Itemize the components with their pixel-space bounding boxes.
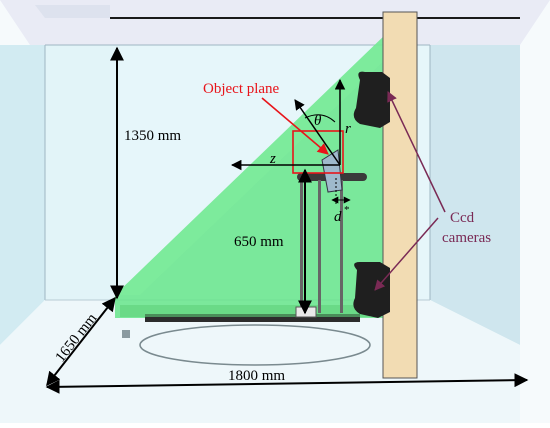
width-1800-label: 1800 mm [228,368,285,384]
object-plane-label: Object plane [203,81,280,97]
r-label: r [345,121,351,137]
ccd-arrows [374,91,446,291]
turntable [139,324,371,366]
ceiling-panel-left [35,5,110,18]
theta-arc [304,114,336,123]
support-pole-mid [318,180,321,313]
height-1350-label: 1350 mm [124,128,181,144]
d-star-superscript: * [344,204,350,216]
object-plane-box [292,130,344,174]
d-star-label: d [334,209,342,225]
camera-top [353,71,390,128]
ccd-arrow-top [387,91,446,213]
back-wall-left [45,45,120,300]
left-wall [0,45,45,345]
height-650-label: 650 mm [234,234,284,250]
support-pole-right [340,180,343,313]
base-rail [145,314,360,322]
axes [230,78,351,205]
dim-1650 [46,296,116,387]
base-plate [120,305,370,317]
foot-left [122,330,130,338]
ccd-label-line1: Ccd [450,210,475,226]
camera-mount [353,11,418,379]
right-wall [430,45,520,345]
dimensions [45,46,529,394]
z-label: z [269,151,276,167]
ccd-arrow-bottom [374,217,439,291]
camera-bottom [353,262,390,318]
object-plane-arrow [261,97,329,155]
support-pole-left [300,180,303,313]
wood-board [382,11,418,379]
theta-label: θ [314,113,322,129]
ccd-label-line2: cameras [442,230,491,246]
dim-1800 [45,373,529,394]
tilted-axis [294,99,341,166]
